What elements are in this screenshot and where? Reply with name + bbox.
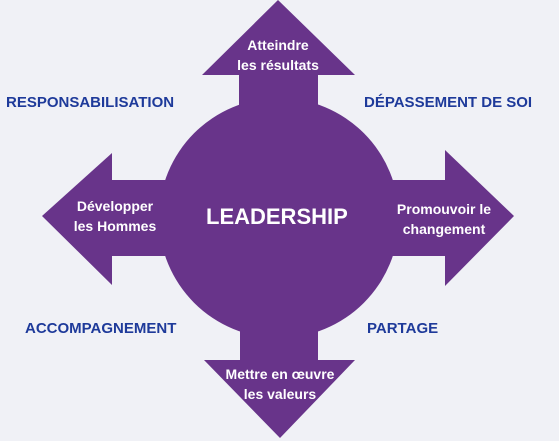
corner-bottom-right: PARTAGE: [367, 320, 439, 337]
arrow-left-label: Développer les Hommes: [60, 196, 170, 236]
arrow-right-line1: Promouvoir le: [396, 201, 492, 217]
arrow-right-label: Promouvoir le changement: [385, 199, 503, 239]
corner-bottom-left: ACCOMPAGNEMENT: [25, 320, 177, 337]
arrow-down-label: Mettre en œuvre les valeurs: [215, 364, 345, 404]
arrow-left-line1: Développer: [76, 198, 154, 214]
arrow-up: [202, 0, 355, 110]
corner-top-left: RESPONSABILISATION: [6, 94, 175, 111]
center-circle: [159, 98, 399, 338]
arrow-up-label: Atteindre les résultats: [218, 35, 338, 75]
arrow-right: [385, 150, 514, 286]
arrow-down-line2: les valeurs: [243, 386, 317, 402]
arrow-up-line2: les résultats: [237, 57, 319, 73]
arrow-right-line2: changement: [402, 221, 486, 237]
corner-top-right: DÉPASSEMENT DE SOI: [364, 94, 533, 111]
arrow-left: [42, 153, 175, 285]
arrow-down-line1: Mettre en œuvre: [225, 366, 335, 382]
center-label: LEADERSHIP: [206, 204, 348, 229]
arrow-up-line1: Atteindre: [247, 37, 309, 53]
arrow-down: [204, 328, 355, 438]
arrow-left-line2: les Hommes: [73, 218, 157, 234]
